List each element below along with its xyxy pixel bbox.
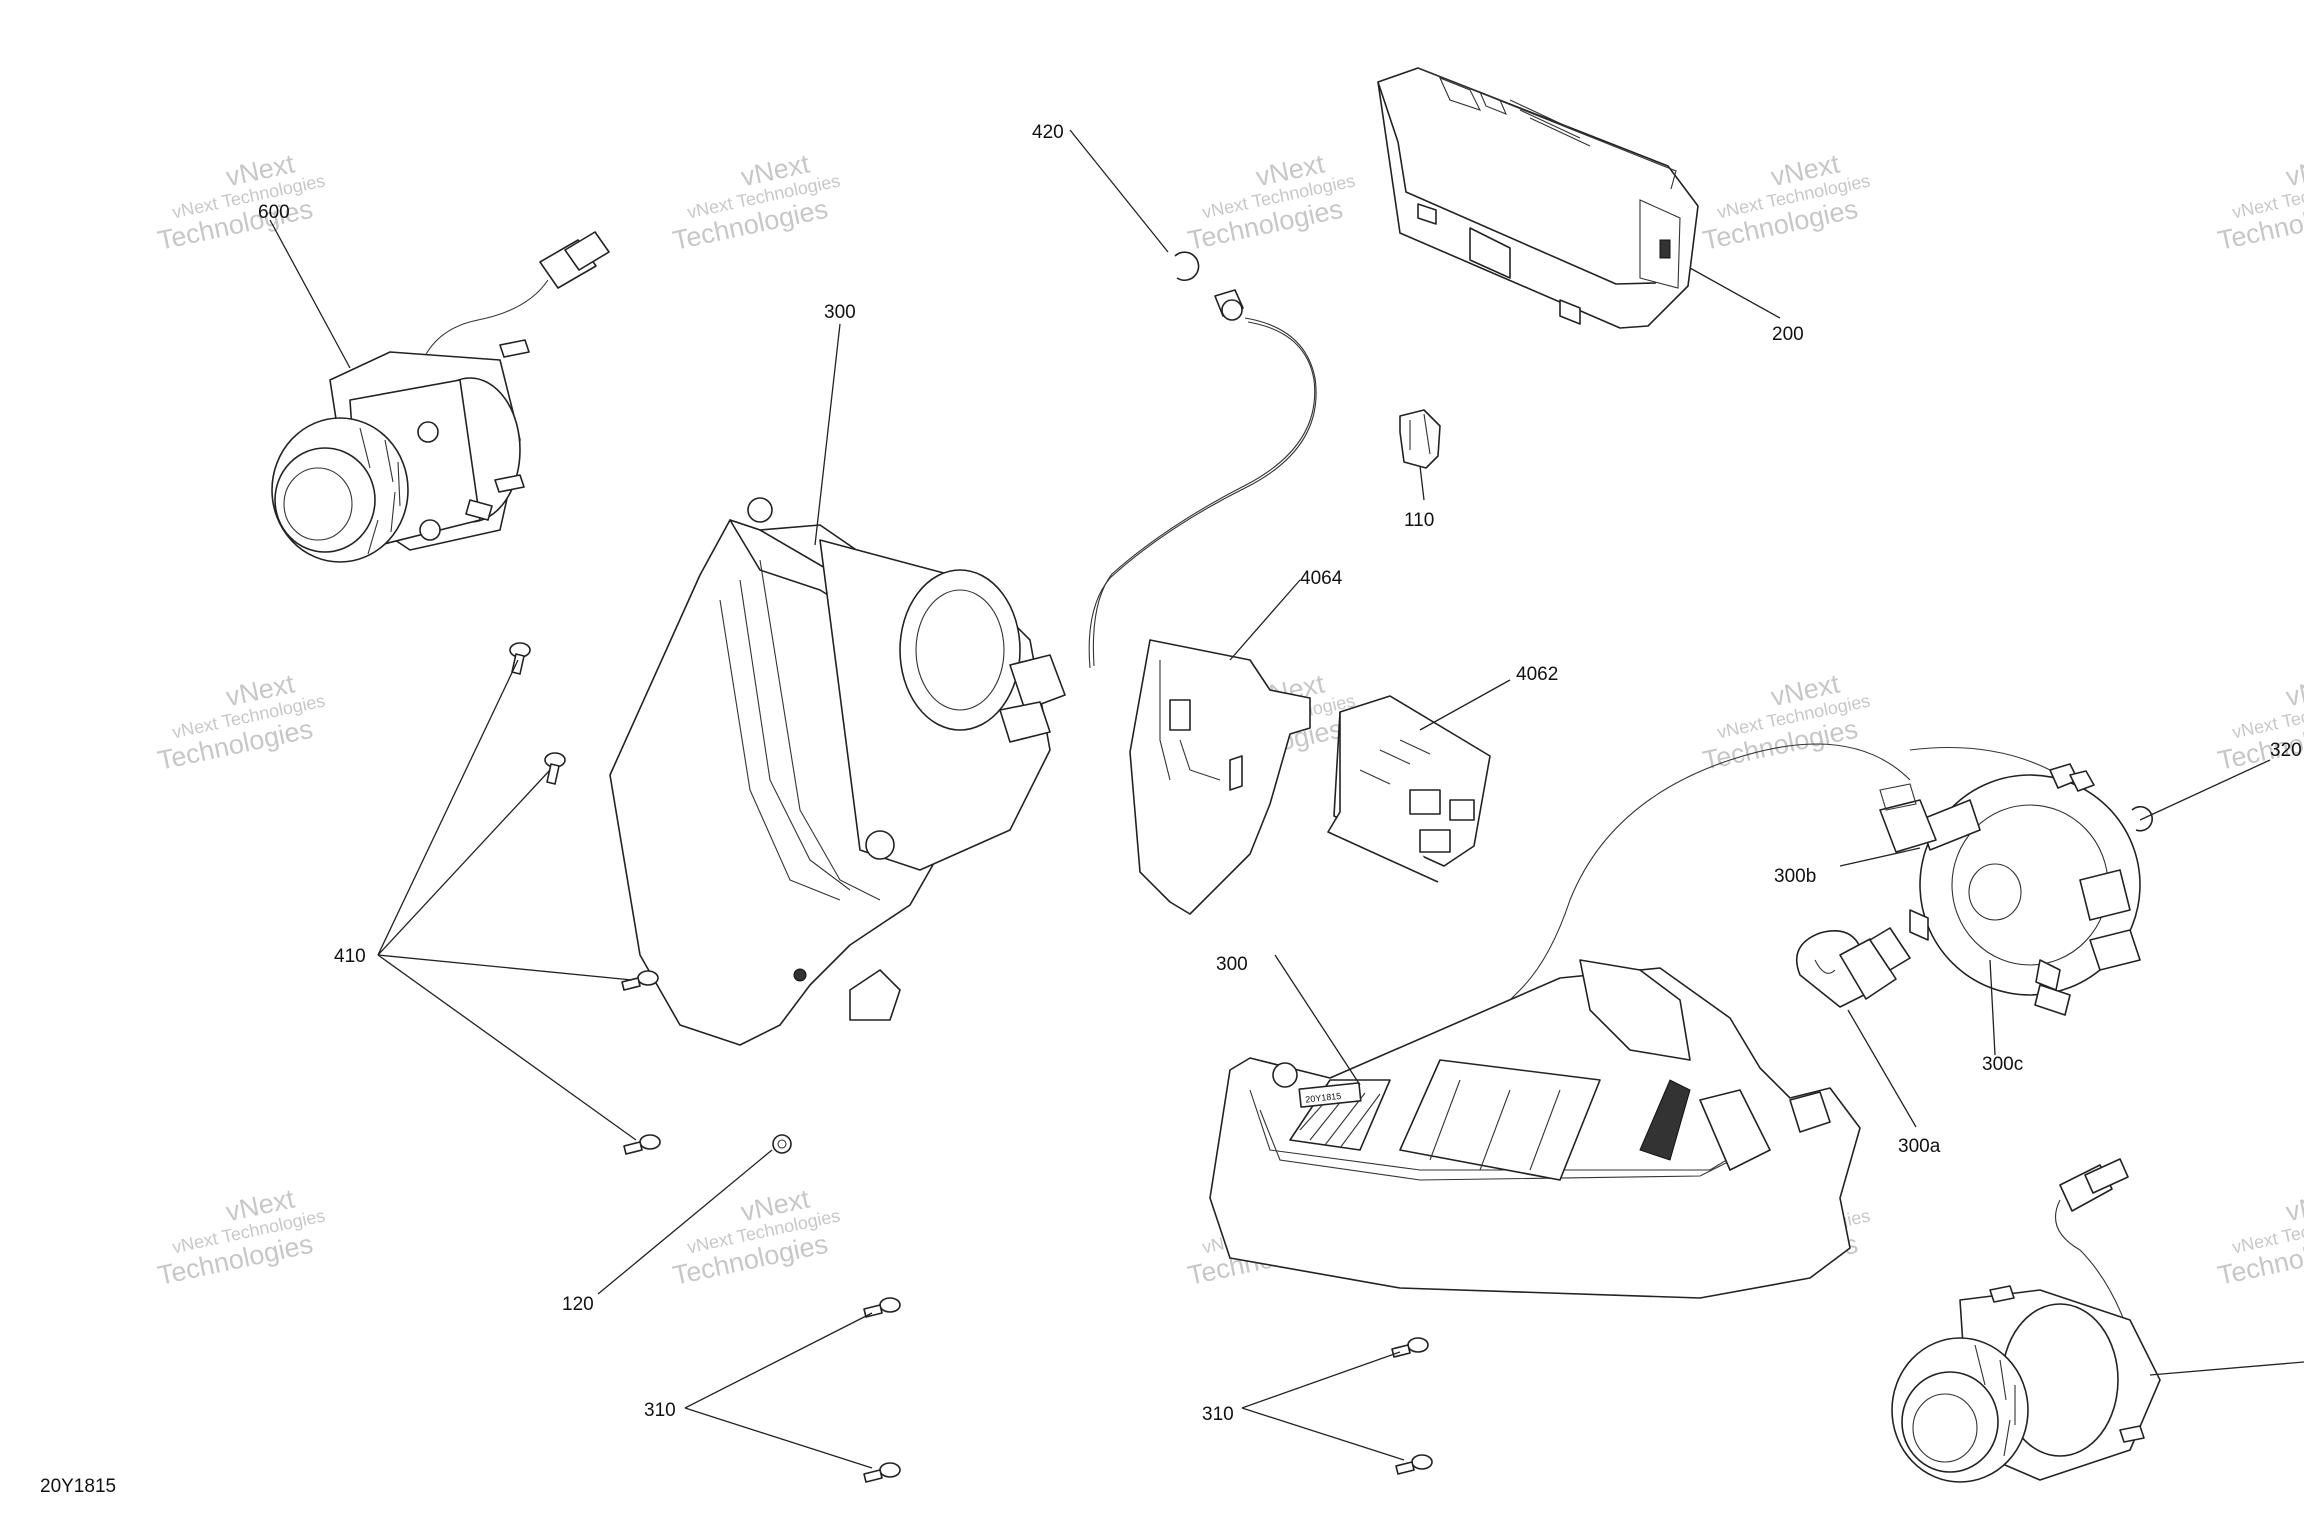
callout-4064: 4064: [1300, 568, 1343, 589]
watermark: Technologies vNext Technologies vNext: [155, 148, 327, 255]
watermark: Technologies vNext Technologies vNext: [155, 1183, 327, 1290]
fog-lamp-600[interactable]: [271, 231, 610, 563]
watermark: Technologies vNext Technologies vNext: [2215, 1183, 2304, 1290]
watermark: Technologies vNext Technologies vNext: [1185, 148, 1357, 255]
callout-310-left: 310: [644, 1400, 676, 1421]
callout-300-top: 300: [824, 302, 856, 323]
callout-4062: 4062: [1516, 664, 1558, 685]
screws-410[interactable]: [509, 642, 661, 1155]
harness-top[interactable]: [1088, 289, 1317, 669]
leader-lines: [269, 129, 2304, 1469]
callout-labels: 600 420 300 200 110 4064 4062 410 300b 3…: [40, 122, 2302, 1497]
nut-120[interactable]: [772, 1134, 792, 1154]
diagram-code: 20Y1815: [40, 1476, 116, 1497]
callout-300c: 300c: [1982, 1054, 2023, 1075]
module-4062[interactable]: [1327, 695, 1491, 883]
lamp-sticker: 20Y1815: [1305, 1091, 1342, 1105]
callout-310-right: 310: [1202, 1404, 1234, 1425]
connector-300b[interactable]: [1459, 743, 2095, 1051]
callout-300b: 300b: [1774, 866, 1816, 887]
callout-110: 110: [1404, 510, 1434, 531]
circlip-420[interactable]: [1174, 251, 1200, 281]
retainer-300c[interactable]: [1909, 774, 2141, 1016]
watermark: Technologies vNext Technologies vNext: [670, 148, 842, 255]
svg-text:vNext: vNext: [2283, 148, 2304, 192]
watermark: Technologies vNext Technologies vNext: [670, 1183, 842, 1290]
headlamp-300-center[interactable]: 20Y1815: [1209, 959, 1861, 1299]
callout-600: 600: [258, 202, 290, 223]
svg-text:vNext: vNext: [2283, 668, 2304, 712]
callout-410: 410: [334, 946, 366, 967]
watermark: Technologies vNext Technologies vNext: [1700, 148, 1872, 255]
bracket-4064[interactable]: [1129, 639, 1311, 915]
fog-lamp-lower-right[interactable]: [1891, 1158, 2161, 1483]
callout-320: 320: [2270, 740, 2302, 761]
headlamp-300-left[interactable]: [609, 497, 1066, 1046]
screws-310-left[interactable]: [863, 1297, 901, 1483]
watermark: Technologies vNext Technologies vNext: [1700, 668, 1872, 775]
cluster-200[interactable]: [1377, 67, 1699, 329]
svg-text:vNext: vNext: [2283, 1183, 2304, 1227]
callout-420: 420: [1032, 122, 1064, 143]
callout-300-mid: 300: [1216, 954, 1248, 975]
callout-120: 120: [562, 1294, 594, 1315]
watermark: Technologies vNext Technologies vNext: [155, 668, 327, 775]
callout-200: 200: [1772, 324, 1804, 345]
screws-310-right[interactable]: [1391, 1337, 1433, 1475]
bulb-300a[interactable]: [1795, 927, 1911, 1008]
clip-110[interactable]: [1399, 409, 1441, 469]
callout-300a: 300a: [1898, 1136, 1941, 1157]
watermark: Technologies vNext Technologies vNext: [2215, 148, 2304, 255]
